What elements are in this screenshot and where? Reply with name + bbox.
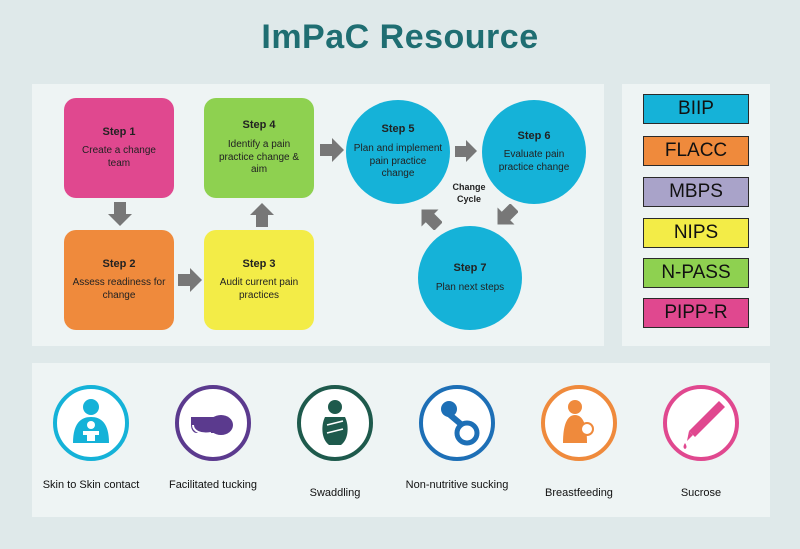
step-2-box: Step 2 Assess readiness for change: [64, 230, 174, 330]
step-6-text: Evaluate pain practice change: [498, 149, 570, 173]
step-4-text: Identify a pain practice change & aim: [218, 139, 300, 176]
intervention-label: Non-nutritive sucking: [405, 479, 509, 491]
tool-n-pass: N-PASS: [643, 258, 749, 288]
interventions-panel: [32, 363, 770, 517]
step-7-title: Step 7: [453, 261, 487, 274]
arrow-down-icon: [108, 202, 132, 226]
step-3-text: Audit current pain practices: [219, 277, 299, 301]
step-1-text: Create a change team: [82, 145, 156, 169]
intervention-label: Sucrose: [680, 487, 722, 499]
change-cycle-label: Change Cycle: [452, 182, 486, 204]
breastfeeding-icon: [541, 385, 617, 461]
swaddling-icon: [297, 385, 373, 461]
pacifier-icon: [419, 385, 495, 461]
step-3-title: Step 3: [242, 257, 276, 270]
tool-biip: BIIP: [643, 94, 749, 124]
step-6-title: Step 6: [517, 129, 551, 142]
step-3-box: Step 3 Audit current pain practices: [204, 230, 314, 330]
arrow-right-icon: [455, 140, 477, 162]
step-5-circle: Step 5 Plan and implement pain practice …: [346, 100, 450, 204]
arrow-up-left-icon: [421, 209, 442, 230]
step-2-text: Assess readiness for change: [72, 277, 166, 301]
intervention-label: Skin to Skin contact: [42, 479, 140, 491]
skin-to-skin-icon: [53, 385, 129, 461]
step-1-box: Step 1 Create a change team: [64, 98, 174, 198]
step-7-circle: Step 7 Plan next steps: [418, 226, 522, 330]
step-4-title: Step 4: [242, 119, 276, 132]
step-7-text: Plan next steps: [435, 281, 505, 293]
step-5-title: Step 5: [381, 123, 415, 136]
tool-nips: NIPS: [643, 218, 749, 248]
tool-mbps: MBPS: [643, 177, 749, 207]
step-1-title: Step 1: [102, 125, 136, 138]
arrow-down-left-icon: [497, 204, 518, 225]
step-2-title: Step 2: [102, 257, 136, 270]
step-4-box: Step 4 Identify a pain practice change &…: [204, 98, 314, 198]
arrow-up-icon: [250, 203, 274, 227]
step-6-circle: Step 6 Evaluate pain practice change: [482, 100, 586, 204]
arrow-right-icon: [178, 268, 202, 292]
intervention-label: Breastfeeding: [545, 487, 613, 499]
tool-pipp-r: PIPP-R: [643, 298, 749, 328]
step-5-text: Plan and implement pain practice change: [353, 143, 443, 180]
tool-flacc: FLACC: [643, 136, 749, 166]
arrow-right-icon: [320, 138, 344, 162]
facilitated-tucking-icon: [175, 385, 251, 461]
intervention-label: Swaddling: [309, 487, 361, 499]
page-title: ImPaC Resource: [261, 18, 539, 56]
dropper-icon: [663, 385, 739, 461]
intervention-label: Facilitated tucking: [168, 479, 258, 491]
